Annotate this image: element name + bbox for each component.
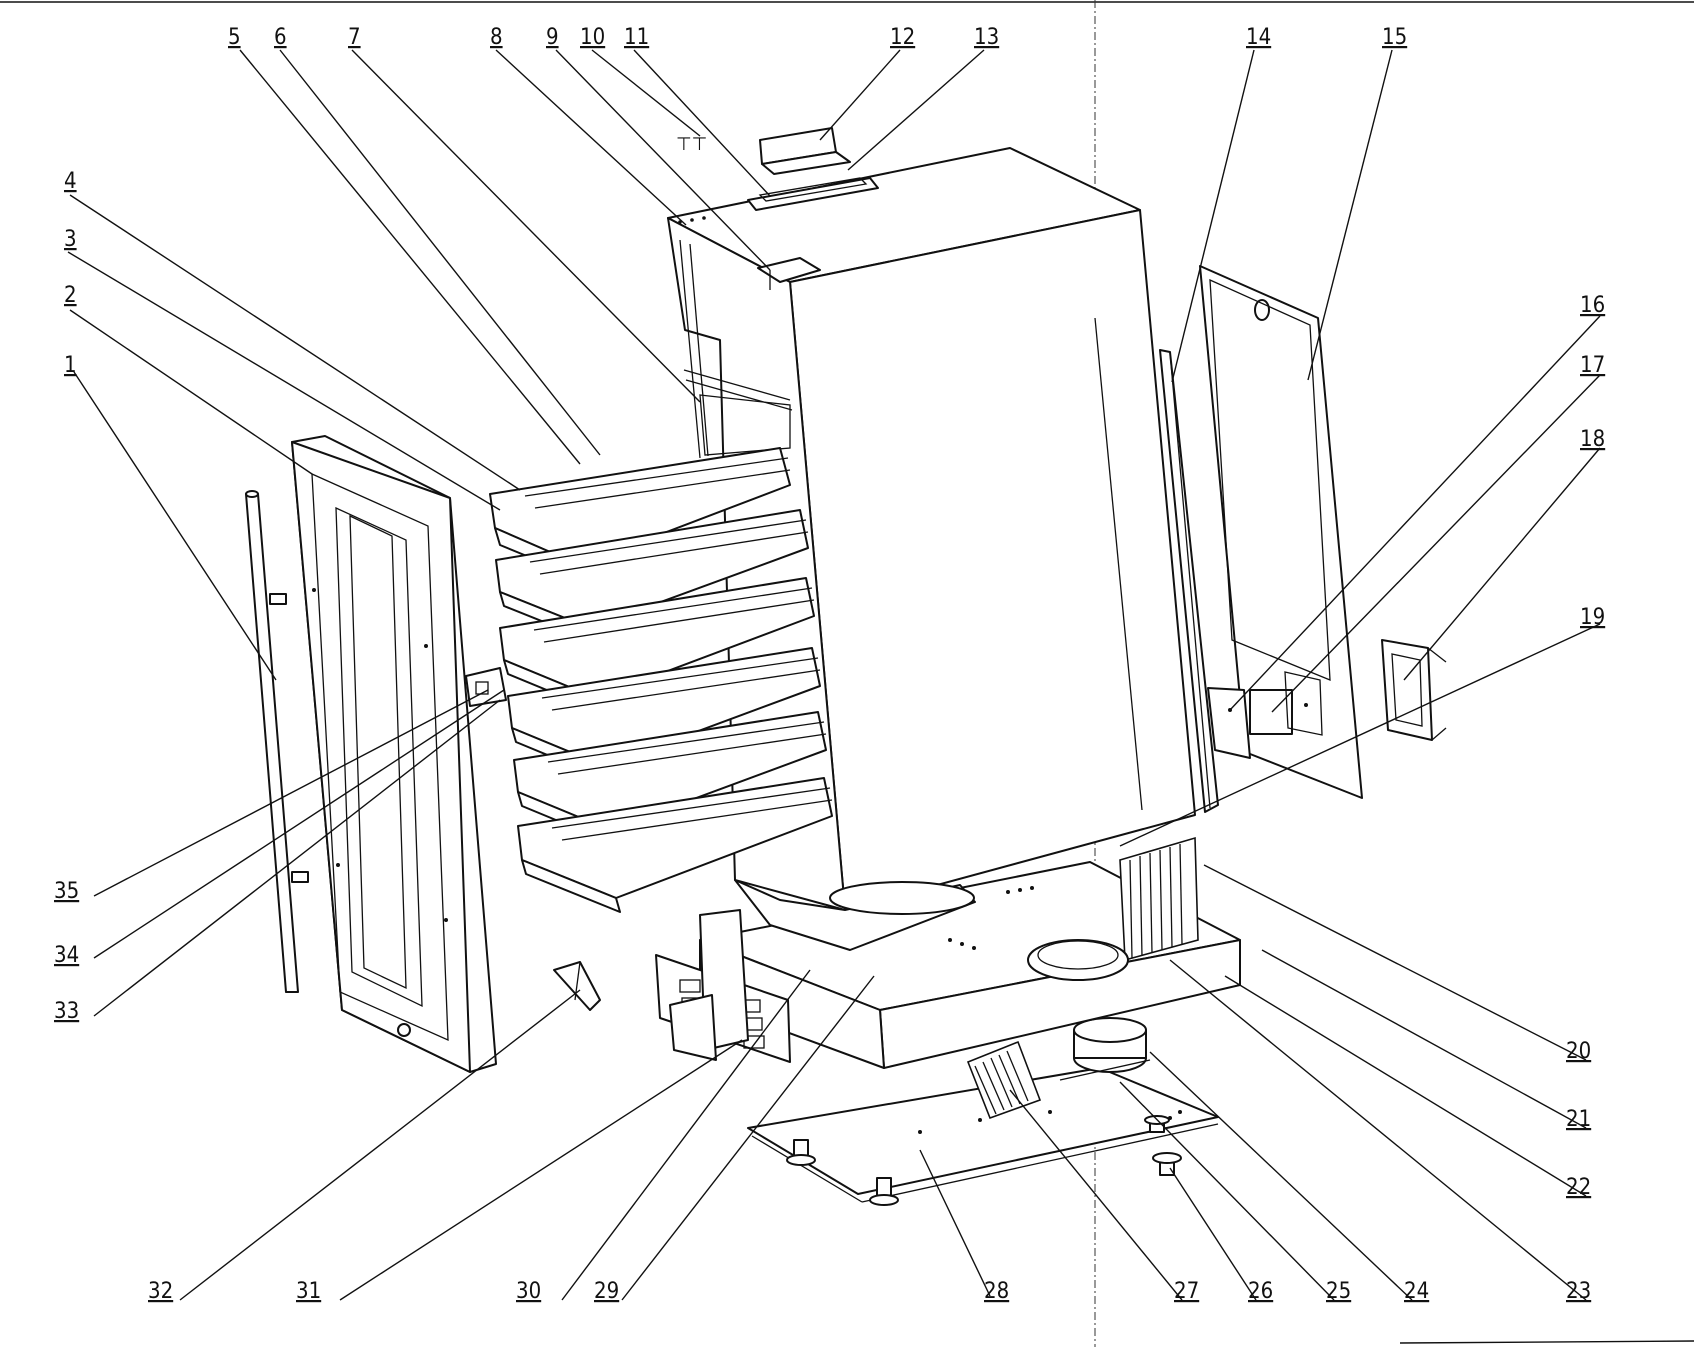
callout-7: 7 bbox=[348, 25, 361, 50]
callout-18: 18 bbox=[1580, 427, 1605, 452]
callout-28: 28 bbox=[984, 1279, 1009, 1304]
back-panel bbox=[1199, 265, 1363, 799]
callout-3: 3 bbox=[64, 227, 77, 252]
callout-23: 23 bbox=[1566, 1279, 1591, 1304]
callout-13: 13 bbox=[974, 25, 999, 50]
shelf bbox=[517, 777, 833, 913]
callout-11: 11 bbox=[624, 25, 649, 50]
callout-29: 29 bbox=[594, 1279, 619, 1304]
callout-4: 4 bbox=[64, 169, 77, 194]
callout-14: 14 bbox=[1246, 25, 1271, 50]
callout-9: 9 bbox=[546, 25, 559, 50]
side-cover-plate bbox=[1159, 349, 1219, 813]
callout-31: 31 bbox=[296, 1279, 321, 1304]
screw-symbol: ⊤⊤ bbox=[676, 134, 707, 155]
callout-32: 32 bbox=[148, 1279, 173, 1304]
bottom-hinge bbox=[553, 961, 717, 1061]
bracket bbox=[1381, 639, 1447, 741]
callout-34: 34 bbox=[54, 943, 79, 968]
leader-lines bbox=[67, 49, 1601, 1301]
top-hinge: ⊤⊤ bbox=[676, 134, 821, 290]
callout-33: 33 bbox=[54, 999, 79, 1024]
bottom-border bbox=[1399, 1340, 1694, 1344]
compressor bbox=[1059, 1017, 1151, 1081]
callout-10: 10 bbox=[580, 25, 605, 50]
callout-16: 16 bbox=[1580, 293, 1605, 318]
callout-20: 20 bbox=[1566, 1039, 1591, 1064]
callout-15: 15 bbox=[1382, 25, 1407, 50]
callout-5: 5 bbox=[228, 25, 241, 50]
callout-6: 6 bbox=[274, 25, 287, 50]
callout-26: 26 bbox=[1248, 1279, 1273, 1304]
callout-labels: 1 2 3 4 5 6 7 8 9 10 11 12 13 14 15 16 1… bbox=[54, 25, 1605, 1304]
callout-22: 22 bbox=[1566, 1175, 1591, 1200]
condenser bbox=[966, 1040, 1042, 1120]
callout-12: 12 bbox=[890, 25, 915, 50]
callout-24: 24 bbox=[1404, 1279, 1429, 1304]
callout-35: 35 bbox=[54, 879, 79, 904]
base-tray bbox=[699, 836, 1241, 1069]
callout-19: 19 bbox=[1580, 605, 1605, 630]
callout-17: 17 bbox=[1580, 353, 1605, 378]
callout-2: 2 bbox=[64, 283, 77, 308]
callout-8: 8 bbox=[490, 25, 503, 50]
top-vent-cover bbox=[747, 127, 879, 211]
callout-30: 30 bbox=[516, 1279, 541, 1304]
handle bbox=[245, 490, 309, 993]
callout-1: 1 bbox=[64, 353, 77, 378]
callout-25: 25 bbox=[1326, 1279, 1351, 1304]
callout-27: 27 bbox=[1174, 1279, 1199, 1304]
leveling-foot bbox=[786, 1115, 1182, 1206]
callout-21: 21 bbox=[1566, 1107, 1591, 1132]
door bbox=[291, 435, 497, 1073]
